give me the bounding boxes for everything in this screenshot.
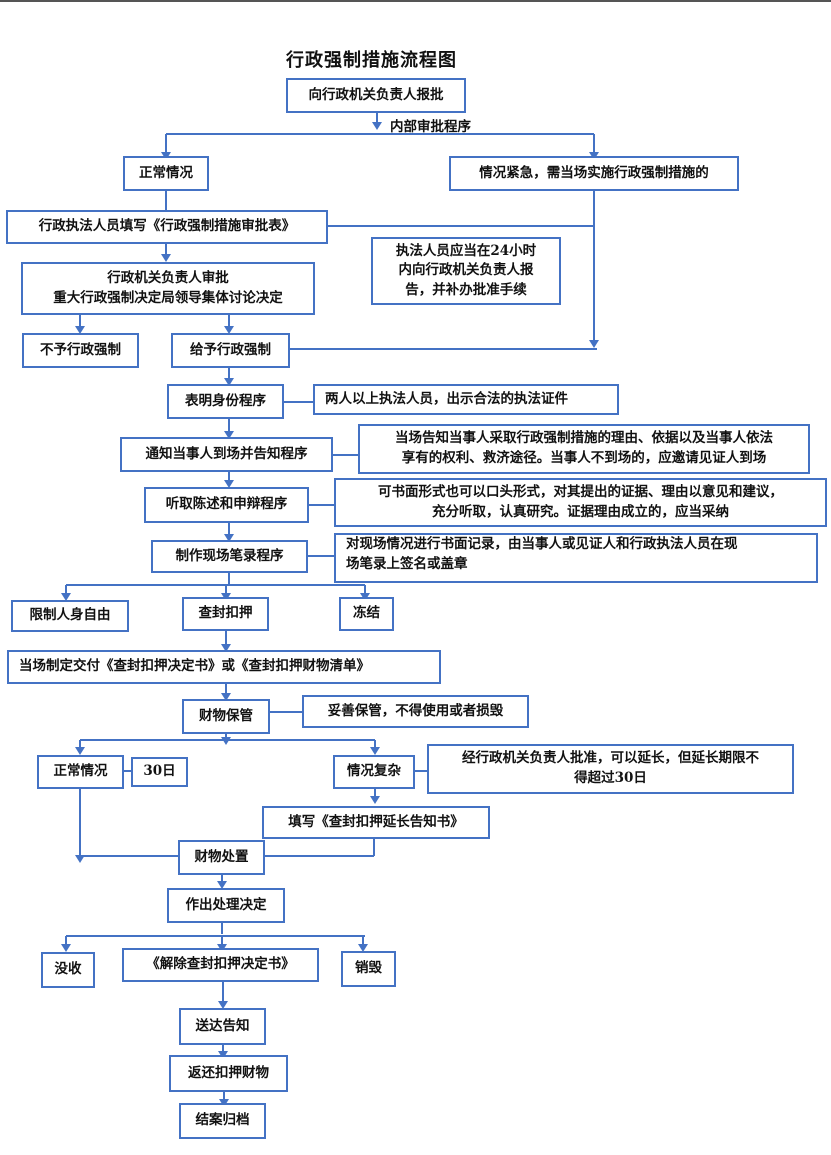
- node-text: 享有的权利、救济途径。当事人不到场的，应邀请见证人到场: [401, 450, 767, 466]
- node-text: 表明身份程序: [185, 392, 266, 409]
- label-internal-approval: 内部审批程序: [390, 119, 471, 135]
- node-normal-2: 正常情况: [37, 755, 124, 789]
- node-serve: 送达告知: [179, 1008, 266, 1045]
- node-normal: 正常情况: [123, 156, 209, 191]
- node-text: 销毁: [355, 960, 382, 977]
- node-complex: 情况复杂: [333, 755, 415, 789]
- node-deliver-doc: 当场制定交付《查封扣押决定书》或《查封扣押财物清单》: [7, 650, 441, 684]
- node-text: 经行政机关负责人批准，可以延长，但延长期限不: [462, 750, 759, 767]
- node-identity: 表明身份程序: [167, 384, 284, 419]
- node-archive: 结案归档: [179, 1103, 266, 1139]
- node-deny: 不予行政强制: [22, 333, 139, 368]
- node-text: 当场制定交付《查封扣押决定书》或《查封扣押财物清单》: [19, 658, 370, 675]
- node-destroy: 销毁: [341, 951, 396, 987]
- node-custody: 财物保管: [182, 699, 270, 734]
- node-complex-note: 经行政机关负责人批准，可以延长，但延长期限不 得超过30日: [427, 744, 794, 794]
- node-text: 通知当事人到场并告知程序: [145, 445, 308, 462]
- node-text: 对现场情况进行书面记录，由当事人或见证人和行政执法人员在现: [346, 536, 738, 552]
- node-text: 作出处理决定: [185, 896, 267, 913]
- node-text: 充分听取，认真研究。证据理由成立的，应当采纳: [432, 503, 729, 520]
- node-record-note: 对现场情况进行书面记录，由当事人或见证人和行政执法人员在现 场笔录上签名或盖章: [334, 533, 818, 583]
- node-text: 告，并补办批准手续: [405, 281, 527, 298]
- node-record: 制作现场笔录程序: [151, 540, 308, 573]
- node-text: 财物保管: [199, 707, 253, 724]
- node-text: 《解除查封扣押决定书》: [146, 956, 295, 973]
- node-text: 行政机关负责人审批: [107, 269, 229, 286]
- node-text: 场笔录上签名或盖章: [346, 555, 468, 572]
- node-text: 内向行政机关负责人报: [398, 262, 534, 279]
- node-text: 得超过30日: [574, 770, 647, 786]
- node-text: 执法人员应当在24小时: [395, 242, 537, 259]
- node-text: 正常情况: [53, 763, 108, 780]
- node-fill-form: 行政执法人员填写《行政强制措施审批表》: [6, 210, 328, 244]
- node-text: 可书面形式也可以口头形式，对其提出的证据、理由以意见和建议，: [378, 483, 783, 500]
- node-text: 向行政机关负责人报批: [308, 86, 444, 103]
- node-text: 限制人身自由: [29, 607, 111, 624]
- node-grant: 给予行政强制: [171, 333, 290, 368]
- node-identity-note: 两人以上执法人员，出示合法的执法证件: [313, 384, 619, 415]
- node-decision: 作出处理决定: [167, 888, 285, 923]
- node-urgent: 情况紧急，需当场实施行政强制措施的: [449, 156, 739, 191]
- node-notify-note: 当场告知当事人采取行政强制措施的理由、依据以及当事人依法 享有的权利、救济途径。…: [358, 424, 810, 474]
- node-hearing-note: 可书面形式也可以口头形式，对其提出的证据、理由以意见和建议， 充分听取，认真研究…: [334, 478, 827, 527]
- node-text: 结案归档: [195, 1112, 250, 1129]
- node-return: 返还扣押财物: [169, 1055, 288, 1092]
- node-text: 情况复杂: [347, 763, 401, 780]
- node-text: 妥善保管，不得使用或者损毁: [327, 702, 504, 719]
- node-urgent-note: 执法人员应当在24小时 内向行政机关负责人报 告，并补办批准手续: [371, 237, 561, 305]
- node-hearing: 听取陈述和申辩程序: [144, 487, 309, 523]
- node-text: 不予行政强制: [40, 341, 121, 358]
- node-text: 送达告知: [195, 1017, 250, 1034]
- node-text: 30日: [143, 763, 176, 780]
- node-text: 填写《查封扣押延长告知书》: [288, 813, 464, 830]
- node-text: 听取陈述和申辩程序: [165, 496, 288, 513]
- node-text: 行政执法人员填写《行政强制措施审批表》: [38, 218, 296, 235]
- node-text: 重大行政强制决定局领导集体讨论决定: [53, 289, 283, 306]
- node-extend-form: 填写《查封扣押延长告知书》: [262, 806, 490, 839]
- node-seize: 查封扣押: [182, 597, 269, 631]
- node-text: 当场告知当事人采取行政强制措施的理由、依据以及当事人依法: [395, 430, 773, 447]
- node-report: 向行政机关负责人报批: [286, 78, 466, 113]
- node-restrict: 限制人身自由: [11, 600, 129, 632]
- node-30-days: 30日: [131, 757, 188, 787]
- node-approve: 行政机关负责人审批 重大行政强制决定局领导集体讨论决定: [21, 262, 315, 315]
- node-text: 情况紧急，需当场实施行政强制措施的: [479, 164, 709, 181]
- node-text: 返还扣押财物: [188, 1064, 269, 1081]
- node-text: 没收: [54, 961, 82, 978]
- top-border: [0, 0, 831, 2]
- node-text: 财物处置: [194, 848, 249, 865]
- node-text: 冻结: [353, 605, 380, 622]
- node-release-doc: 《解除查封扣押决定书》: [122, 948, 319, 982]
- node-freeze: 冻结: [339, 597, 394, 631]
- node-text: 给予行政强制: [190, 341, 271, 358]
- node-custody-note: 妥善保管，不得使用或者损毁: [302, 695, 529, 728]
- diagram-title: 行政强制措施流程图: [286, 50, 457, 71]
- node-text: 两人以上执法人员，出示合法的执法证件: [325, 390, 568, 407]
- node-disposal: 财物处置: [178, 840, 265, 875]
- node-confiscate: 没收: [41, 952, 95, 988]
- node-notify: 通知当事人到场并告知程序: [120, 437, 333, 472]
- node-text: 制作现场笔录程序: [175, 547, 284, 564]
- node-text: 正常情况: [139, 164, 193, 181]
- node-text: 查封扣押: [198, 605, 253, 622]
